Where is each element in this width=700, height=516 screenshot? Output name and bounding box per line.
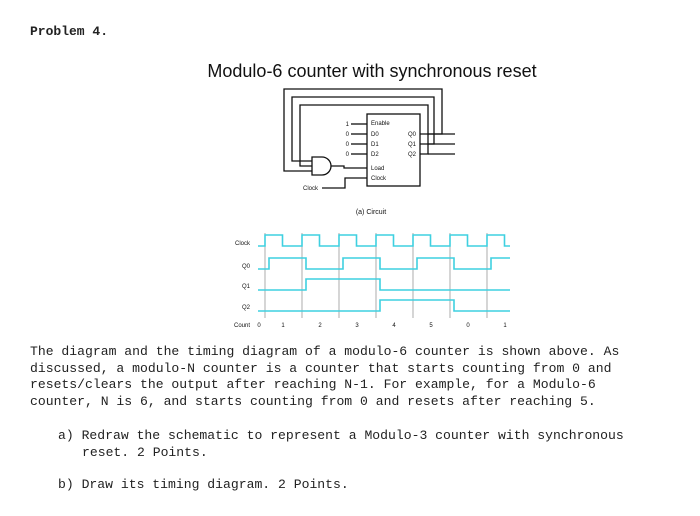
chip-label-q0: Q0: [408, 132, 417, 138]
d1-value: 0: [346, 142, 350, 148]
chip-label-d0: D0: [371, 132, 379, 138]
problem-description: The diagram and the timing diagram of a …: [30, 344, 620, 409]
timing-diagram: [258, 233, 510, 318]
load-wire: [331, 165, 367, 169]
counter-chip: [366, 113, 421, 187]
question-a: a) Redraw the schematic to represent a M…: [58, 428, 624, 460]
circuit-schematic: [283, 88, 455, 189]
count-value: 0: [257, 323, 261, 329]
clock-input-label: Clock: [303, 186, 319, 192]
signal-label-q2: Q2: [242, 305, 251, 311]
clock-waveform: [258, 234, 510, 247]
chip-label-enable: Enable: [371, 121, 390, 127]
chip-label-load: Load: [371, 166, 384, 172]
d0-value: 0: [346, 132, 350, 138]
count-value: 4: [392, 323, 396, 329]
count-value: 1: [281, 323, 285, 329]
count-label: Count: [234, 323, 250, 329]
count-value: 2: [318, 323, 322, 329]
count-value: 3: [355, 323, 359, 329]
clock-wire: [322, 177, 367, 189]
signal-label-q1: Q1: [242, 284, 251, 290]
count-value: 1: [503, 323, 507, 329]
signal-label-q0: Q0: [242, 264, 251, 270]
count-value: 0: [466, 323, 470, 329]
q1-waveform: [258, 278, 510, 291]
q0-waveform: [258, 257, 510, 270]
enable-value: 1: [346, 122, 350, 128]
chip-label-q1: Q1: [408, 142, 417, 148]
chip-label-d1: D1: [371, 142, 379, 148]
d2-value: 0: [346, 152, 350, 158]
feedback-wire-q0: [283, 88, 443, 172]
question-b: b) Draw its timing diagram. 2 Points.: [58, 477, 349, 492]
count-values: 0 1 2 3 4 5 0 1: [257, 323, 507, 329]
feedback-wire-q2: [299, 104, 429, 167]
and-gate: [311, 156, 332, 176]
count-value: 5: [429, 323, 433, 329]
signal-label-clock: Clock: [235, 241, 251, 247]
figure-title: Modulo-6 counter with synchronous reset: [207, 61, 536, 81]
chip-label-q2: Q2: [408, 152, 417, 158]
q2-waveform: [258, 299, 510, 312]
chip-label-clock: Clock: [371, 176, 387, 182]
chip-label-d2: D2: [371, 152, 379, 158]
circuit-caption: (a) Circuit: [356, 209, 386, 216]
problem-heading: Problem 4.: [30, 24, 109, 39]
